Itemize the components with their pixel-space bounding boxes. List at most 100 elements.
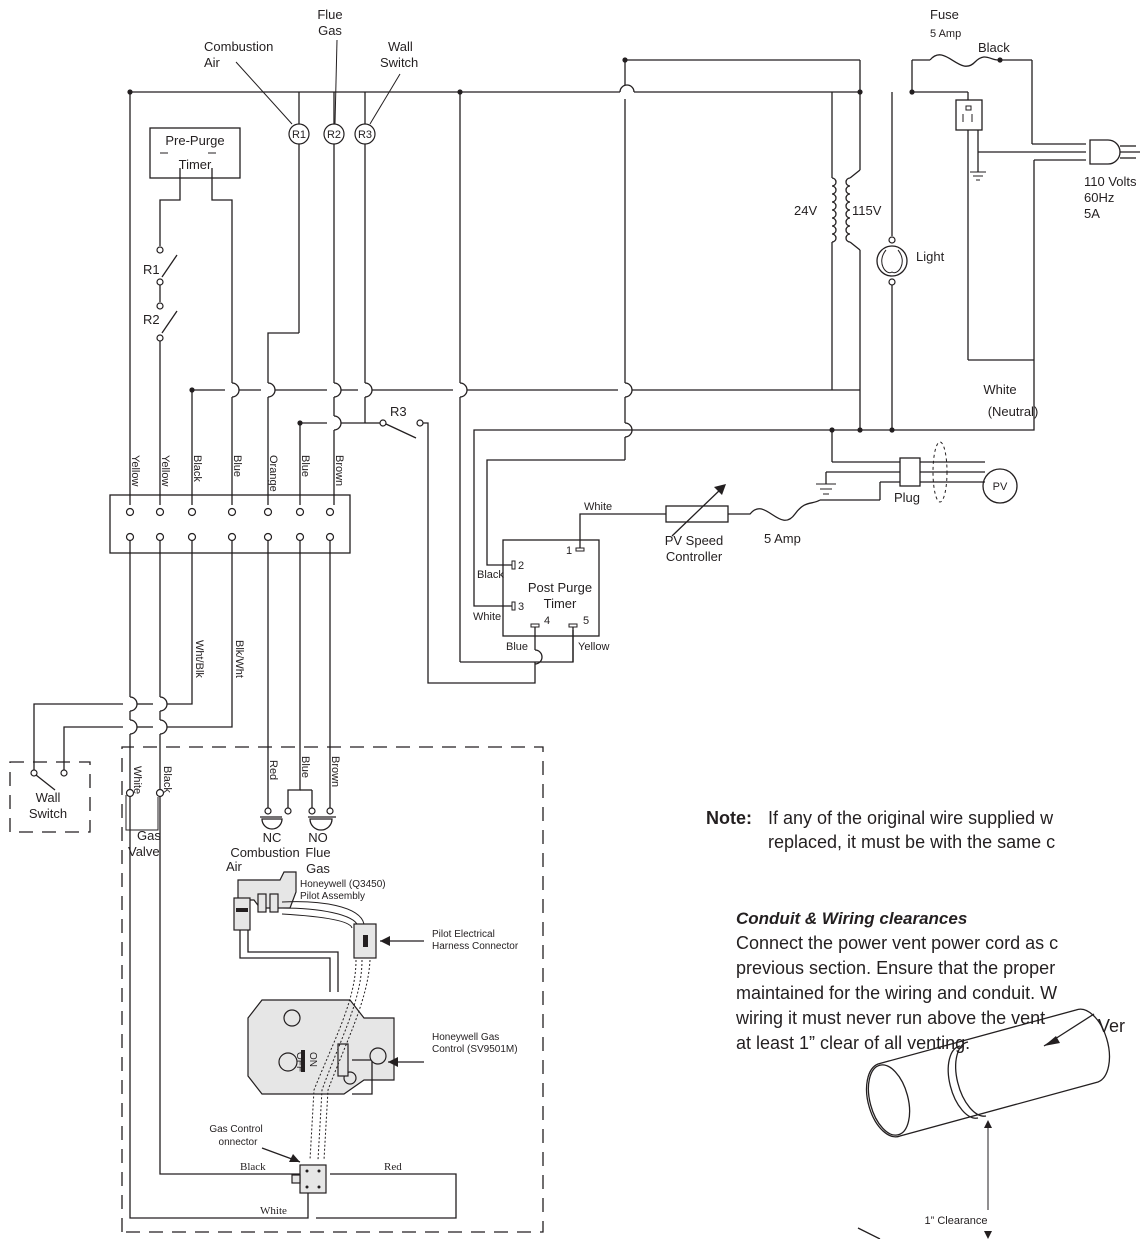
clearance-line-1: Connect the power vent power cord as c [736,933,1058,953]
svg-text:1: 1 [566,545,572,557]
clearance-line-5: at least 1” clear of all venting. [736,1033,970,1053]
note-line-2: replaced, it must be with the same c [768,832,1055,852]
power-vent-motor [982,468,1018,504]
fuse-label: Fuse [930,7,959,22]
note-label: Note: [706,808,752,828]
post-purge-section: Post Purge Timer 1 2 3 4 5 Black White B… [473,430,1018,665]
wall-switch-box: Wall Switch [9,761,91,833]
svg-text:Blue: Blue [506,641,528,653]
pv-plug [899,457,921,487]
relay-coil-r3-label: R3 [358,129,372,141]
pressure-no-label: NO [308,830,328,845]
svg-text:Orange: Orange [267,455,279,492]
pre-purge-timer [149,127,241,179]
clearance-heading: Conduit & Wiring clearances [736,909,967,928]
relay-coil-r2-label: R2 [327,129,341,141]
svg-text:OFF: OFF [294,1052,305,1072]
component-callouts: Honeywell (Q3450) Pilot Assembly Pilot E… [209,879,519,1148]
post-purge-timer-label-2: Timer [544,596,577,611]
svg-text:Yellow: Yellow [159,455,171,486]
pre-purge-timer-label-2: Timer [179,157,212,172]
v115-label: 115V [852,203,882,218]
svg-text:4: 4 [544,615,550,627]
gas-control-label-2: Control (SV9501M) [432,1044,518,1055]
wire-white-label: White [260,1205,287,1217]
switch-r2-label: R2 [143,312,160,327]
post-purge-timer-label: Post Purge [528,580,592,595]
wall-switch-label: Wall [36,790,61,805]
clearance-line-4: wiring it must never run above the vent [735,1008,1045,1028]
pv-fuse-label: 5 Amp [764,531,801,546]
wire-red-label: Red [384,1161,402,1173]
svg-text:Blk/Wht: Blk/Wht [233,640,245,678]
svg-text:3: 3 [518,601,524,613]
pressure-gas-label: Gas [306,861,330,876]
terminal-block [109,494,351,554]
gas-valve-label-2: Valve [128,844,160,859]
harness-connector-label-2: Harness Connector [432,941,519,952]
pressure-switches: NC NO Combustion Air Flue Gas [226,807,336,876]
v24-label: 24V [794,203,817,218]
power-outlet [955,99,983,131]
notes: Note: If any of the original wire suppli… [706,808,1058,1053]
power-section: Fuse 5 Amp Black 110 Volts 60Hz 5A 24V [794,7,1140,430]
pilot-assembly-label: Honeywell (Q3450) [300,879,386,890]
light-label: Light [916,249,945,264]
pressure-flue-label: Flue [305,845,330,860]
neutral-label: (Neutral) [988,404,1039,419]
svg-text:Black: Black [191,455,203,482]
gas-control-connector [299,1164,327,1194]
gas-control-connector-label-2: onnector [219,1137,259,1148]
pv-speed-label: PV Speed [665,533,724,548]
svg-text:Blue: Blue [299,455,311,477]
svg-text:Black: Black [477,569,504,581]
svg-text:Blue: Blue [299,756,311,778]
pv-speed-controller [665,505,729,523]
switch-r3-label: R3 [390,404,407,419]
svg-text:Yellow: Yellow [129,455,141,486]
caption-flue-gas-2: Gas [318,23,342,38]
pre-purge-timer-label: Pre-Purge [165,133,224,148]
appliance-enclosure: Gas Valve Black Red White [121,746,544,1233]
vent-label: Ver [1098,1016,1125,1036]
svg-text:ON: ON [307,1052,318,1067]
svg-text:5: 5 [583,615,589,627]
pv-motor-label: PV [993,481,1008,493]
wall-switch-label-2: Switch [29,806,67,821]
note-line-1: If any of the original wire supplied w [768,808,1054,828]
lower-wiring: Wht/Blk Blk/Wht White Black Red Blue Bro… [33,541,341,808]
gas-control-connector-label: Gas Control [209,1124,262,1135]
white-label: White [983,382,1016,397]
vent-illustration: Ver 1” Clearance [857,1008,1125,1239]
hz-label: 60Hz [1084,190,1114,205]
svg-text:Brown: Brown [333,455,345,486]
harness-connector-label: Pilot Electrical [432,929,495,940]
gas-control-drawing: OFF ON [233,871,424,1194]
svg-text:Black: Black [161,766,173,793]
light-bulb [876,245,908,277]
relay-coils: R1 R2 R3 Combustion Air Flue Gas Wall Sw… [127,7,863,170]
svg-text:Wht/Blk: Wht/Blk [193,640,205,678]
post-purge-timer [502,539,600,637]
caption-wall-switch-2: Switch [380,55,418,70]
relay-coil-r1-label: R1 [292,129,306,141]
caption-combustion-air-2: Air [204,55,221,70]
svg-text:Blue: Blue [231,455,243,477]
control-circuit: Pre-Purge Timer R1 R2 [129,92,1035,684]
clearance-line-2: previous section. Ensure that the proper [736,958,1055,978]
clearance-line-3: maintained for the wiring and conduit. W [736,983,1057,1003]
fuse-rating-label: 5 Amp [930,28,961,40]
pressure-combustion-label: Combustion [230,845,299,860]
caption-flue-gas: Flue [317,7,342,22]
pilot-assembly-label-2: Pilot Assembly [300,891,365,902]
caption-combustion-air: Combustion [204,39,273,54]
svg-text:White: White [584,501,612,513]
svg-text:White: White [131,766,143,794]
pv-speed-label-2: Controller [666,549,723,564]
gas-control-label: Honeywell Gas [432,1032,499,1043]
gas-valve-label: Gas [137,828,161,843]
pv-plug-label: Plug [894,490,920,505]
pressure-air-label: Air [226,859,243,874]
terminal-wire-labels-top: Yellow Yellow Black Blue Orange Blue Bro… [129,455,345,492]
